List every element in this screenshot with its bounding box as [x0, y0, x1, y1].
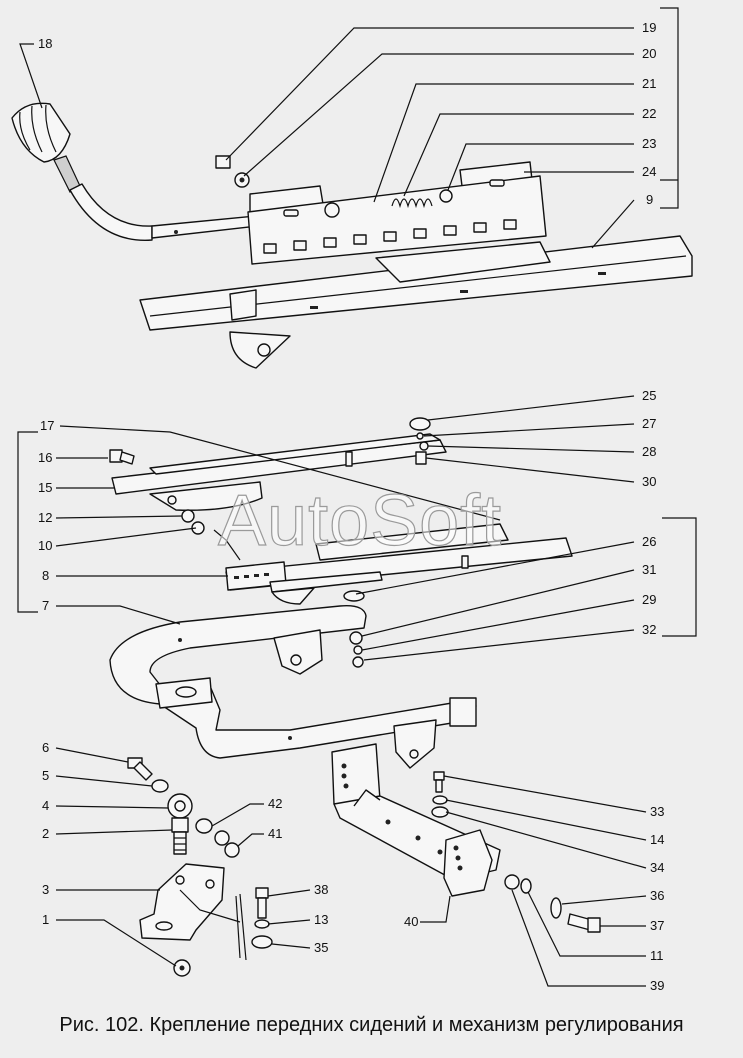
- label-30: 30: [642, 474, 656, 489]
- label-14: 14: [650, 832, 664, 847]
- latch-plate-24: [247, 161, 547, 265]
- label-6: 6: [42, 740, 49, 755]
- leader-lines: [19, 27, 647, 987]
- bolt-33-washers-14-34: [431, 771, 449, 818]
- label-1: 1: [42, 912, 49, 927]
- seat-frame-7: [109, 605, 477, 769]
- label-15: 15: [38, 480, 52, 495]
- label-35: 35: [314, 940, 328, 955]
- part-labels: 18 19 20 21 22 23 24 9 25 27 28 30 26 31…: [38, 20, 664, 993]
- label-23: 23: [642, 136, 656, 151]
- bolt-19-nut-20: [215, 155, 250, 188]
- spring-22: [324, 189, 453, 218]
- floor-bracket-40: [331, 743, 501, 897]
- label-12: 12: [38, 510, 52, 525]
- label-2: 2: [42, 826, 49, 841]
- label-10: 10: [38, 538, 52, 553]
- handle-lever-18: [11, 102, 153, 241]
- label-17: 17: [40, 418, 54, 433]
- label-3: 3: [42, 882, 49, 897]
- nuts-10-12: [181, 509, 205, 535]
- label-38: 38: [314, 882, 328, 897]
- label-7: 7: [42, 598, 49, 613]
- label-39: 39: [650, 978, 664, 993]
- label-27: 27: [642, 416, 656, 431]
- nuts-11-39: [504, 874, 532, 894]
- label-36: 36: [650, 888, 664, 903]
- slide-rail-8: [213, 523, 573, 605]
- label-4: 4: [42, 798, 49, 813]
- label-25: 25: [642, 388, 656, 403]
- label-41: 41: [268, 826, 282, 841]
- label-22: 22: [642, 106, 656, 121]
- bolt-16: [109, 449, 135, 465]
- label-8: 8: [42, 568, 49, 583]
- label-33: 33: [650, 804, 664, 819]
- label-16: 16: [38, 450, 52, 465]
- label-40: 40: [404, 914, 418, 929]
- rail-9: [139, 235, 693, 369]
- label-21: 21: [642, 76, 656, 91]
- label-37: 37: [650, 918, 664, 933]
- bolt-38-washers-13-35: [251, 887, 273, 949]
- label-11: 11: [650, 948, 664, 963]
- label-19: 19: [642, 20, 656, 35]
- label-28: 28: [642, 444, 656, 459]
- label-13: 13: [314, 912, 328, 927]
- label-29: 29: [642, 592, 656, 607]
- washers-25-27-28-30: [409, 417, 431, 465]
- watermark: AutoSoft: [217, 480, 503, 561]
- slide-rail-15: [111, 433, 447, 511]
- label-31: 31: [642, 562, 656, 577]
- group-bracket-lines: [17, 7, 697, 961]
- label-26: 26: [642, 534, 656, 549]
- label-24: 24: [642, 164, 656, 179]
- washer-36-bolt-37: [550, 897, 601, 933]
- label-20: 20: [642, 46, 656, 61]
- eye-bolt-4-stud-2: [167, 793, 193, 855]
- nut-1: [173, 959, 191, 977]
- washer-42-nut-41: [195, 818, 240, 858]
- label-5: 5: [42, 768, 49, 783]
- figure-caption: Рис. 102. Крепление передних сидений и м…: [59, 1014, 684, 1036]
- label-9: 9: [646, 192, 653, 207]
- label-32: 32: [642, 622, 656, 637]
- bracket-3: [139, 863, 241, 941]
- label-18: 18: [38, 36, 52, 51]
- label-42: 42: [268, 796, 282, 811]
- label-34: 34: [650, 860, 664, 875]
- bolt-6-washer-5: [127, 757, 169, 793]
